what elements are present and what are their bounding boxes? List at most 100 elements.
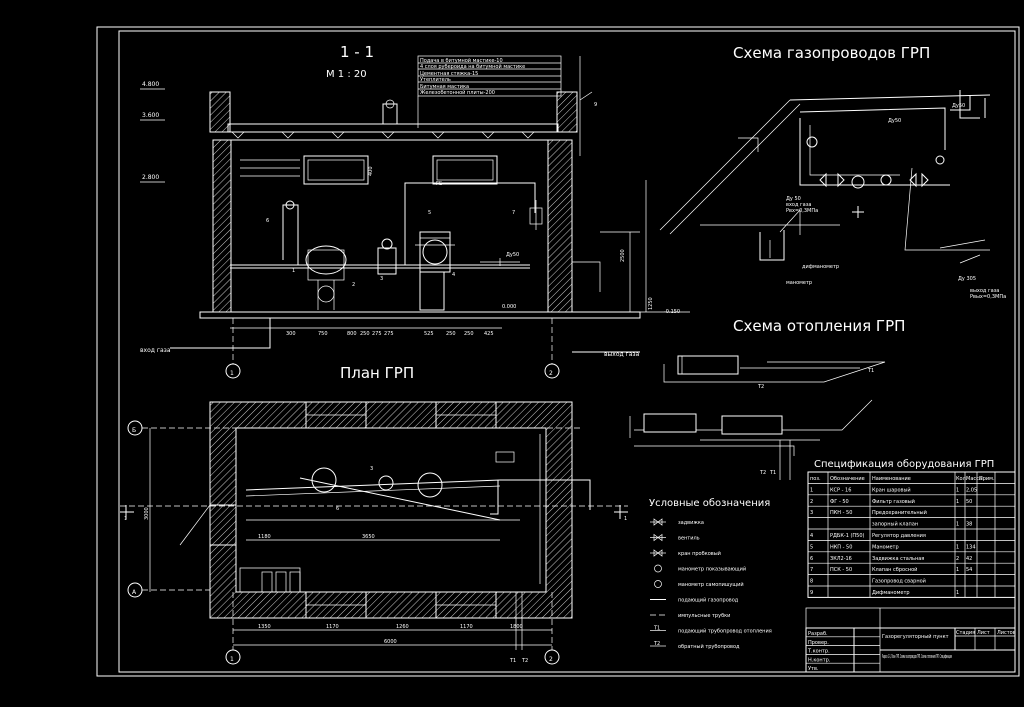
legend-label: кран пробковый xyxy=(678,550,721,557)
mark-9: 9 xyxy=(594,102,597,108)
right-wall xyxy=(547,139,573,313)
roof-slab xyxy=(227,123,559,133)
legend-symbol xyxy=(654,580,662,588)
plan-t2: Т2 xyxy=(521,658,528,664)
legend-item: импульсные трубки xyxy=(650,613,730,619)
mark-4: 4 xyxy=(452,272,455,278)
right-parapet xyxy=(556,91,578,133)
spec-cell: 1 xyxy=(956,499,959,505)
spec-cell: Предохранительный xyxy=(872,509,927,516)
dim-right-1: 2500 xyxy=(620,249,626,262)
legend-label: задвижка xyxy=(678,520,704,526)
spec-cell: 9 xyxy=(810,590,813,596)
spec-cell: 1 xyxy=(956,487,959,493)
note-1: Подача в битумной мастике-10 xyxy=(420,57,503,64)
spec-cell: 54 xyxy=(966,567,972,573)
note-4: Утеплитель xyxy=(420,77,451,83)
spec-header: Кол. xyxy=(956,476,968,482)
window-right xyxy=(432,155,498,185)
dim-3: 800 xyxy=(347,331,357,337)
spec-cell: 1 xyxy=(956,590,959,596)
window-left xyxy=(303,155,369,185)
spec-cell: Кран шаровый xyxy=(872,486,911,493)
plan-walls xyxy=(209,401,573,619)
spec-title: Спецификация оборудования ГРП xyxy=(814,459,994,470)
inner-frame xyxy=(118,30,1016,673)
spec-cell: 42 xyxy=(966,556,972,562)
legend-title: Условные обозначения xyxy=(649,498,770,509)
gas-label-1: Ду50 xyxy=(888,118,901,124)
left-parapet xyxy=(209,91,231,133)
stamp-subtitle: Разрез 1-1, План ГРП. Схема газопроводов… xyxy=(882,654,952,660)
note-2: 4 слоя рубероида на битумной мастике xyxy=(420,63,525,70)
level-3: 2.800 xyxy=(142,174,159,181)
spec-cell: 50 xyxy=(966,499,972,505)
spec-cell: Манометр xyxy=(872,544,899,550)
note-6: Железобетонной плиты-200 xyxy=(420,89,495,96)
legend-label: подающий газопровод xyxy=(678,597,739,604)
spec-cell: 7 xyxy=(810,567,813,573)
dim-5: 275 xyxy=(372,331,382,337)
plan-axis-a: А xyxy=(132,589,137,596)
section-mark-left: 1 xyxy=(124,516,127,522)
legend-symbol xyxy=(650,533,666,542)
legend: Условные обозначения задвижка вентиль кран… xyxy=(649,498,772,650)
floor-level: 0.000 xyxy=(502,304,516,310)
dim-7: 525 xyxy=(424,331,434,337)
stamp-row-label: Разраб. xyxy=(808,631,828,637)
spec-header: поз. xyxy=(810,476,821,482)
legend-item: вентиль xyxy=(650,533,700,542)
plan-axis-1: 1 xyxy=(230,656,234,663)
spec-cell: ЗКЛ2-16 xyxy=(830,556,852,562)
gas-in-label: вход газа xyxy=(140,347,171,354)
level-marks: 4.800 3.600 2.800 xyxy=(140,81,165,183)
stamp-row-label: Т.контр. xyxy=(807,649,830,655)
heat-t2-a: Т2 xyxy=(757,384,764,390)
spec-cell: Регулятор давления xyxy=(872,533,926,539)
spec-cell: 4 xyxy=(810,533,813,539)
spec-cell: ФГ - 50 xyxy=(830,499,849,505)
section-1-1: 1 - 1 М 1 : 20 Подача в битумной мастике… xyxy=(140,43,690,379)
mark-1: 1 xyxy=(292,268,295,274)
plan-axis-b: Б xyxy=(132,427,136,434)
flow-label: ГБ xyxy=(436,181,443,187)
left-wall xyxy=(212,139,232,313)
heat-t1-a: Т1 xyxy=(867,368,874,374)
legend-label: вентиль xyxy=(678,536,700,542)
roof-notes: Подача в битумной мастике-10 4 слоя рубе… xyxy=(417,55,562,128)
level-2: 3.600 xyxy=(142,112,159,119)
gas-label-7: дифманометр xyxy=(802,264,839,270)
heat-scheme: Схема отопления ГРП Т1 Т2 Т1 Т2 xyxy=(629,317,905,480)
spec-cell: 1 xyxy=(956,544,959,550)
table-row: 9 Дифманометр 1 xyxy=(810,590,959,596)
plan-dim-2: 1170 xyxy=(326,624,339,630)
heat-scheme-title: Схема отопления ГРП xyxy=(733,317,905,335)
dim-6: 275 xyxy=(384,331,394,337)
legend-label: обратный трубопровод xyxy=(678,643,740,650)
section-mark-right: 1 xyxy=(624,516,627,522)
gas-out-label: выход газа xyxy=(604,351,640,358)
stamp-row-label: Утв. xyxy=(808,666,819,672)
plan-mark-3: 3 xyxy=(370,466,373,472)
section-scale: М 1 : 20 xyxy=(326,69,367,80)
spec-header: Наименование xyxy=(872,476,911,482)
legend-symbol xyxy=(650,518,666,526)
gas-label-8: Ду 305 xyxy=(958,276,976,282)
outer-frame xyxy=(96,26,1020,677)
note-5: Битумная мастика xyxy=(420,84,469,90)
legend-label: манометр показывающий xyxy=(678,566,746,573)
spec-cell: Дифманометр xyxy=(872,590,910,596)
dim-2: 750 xyxy=(318,331,328,337)
plan-dim-side: 3000 xyxy=(144,507,150,520)
spec-cell: 6 xyxy=(810,556,813,562)
gas-label-10: Pвых=0,3МПа xyxy=(970,294,1006,300)
plan-dim-1: 1350 xyxy=(258,624,271,630)
stamp-col-1: Стадия xyxy=(956,630,975,636)
spec-header: Обозначение xyxy=(830,476,865,482)
